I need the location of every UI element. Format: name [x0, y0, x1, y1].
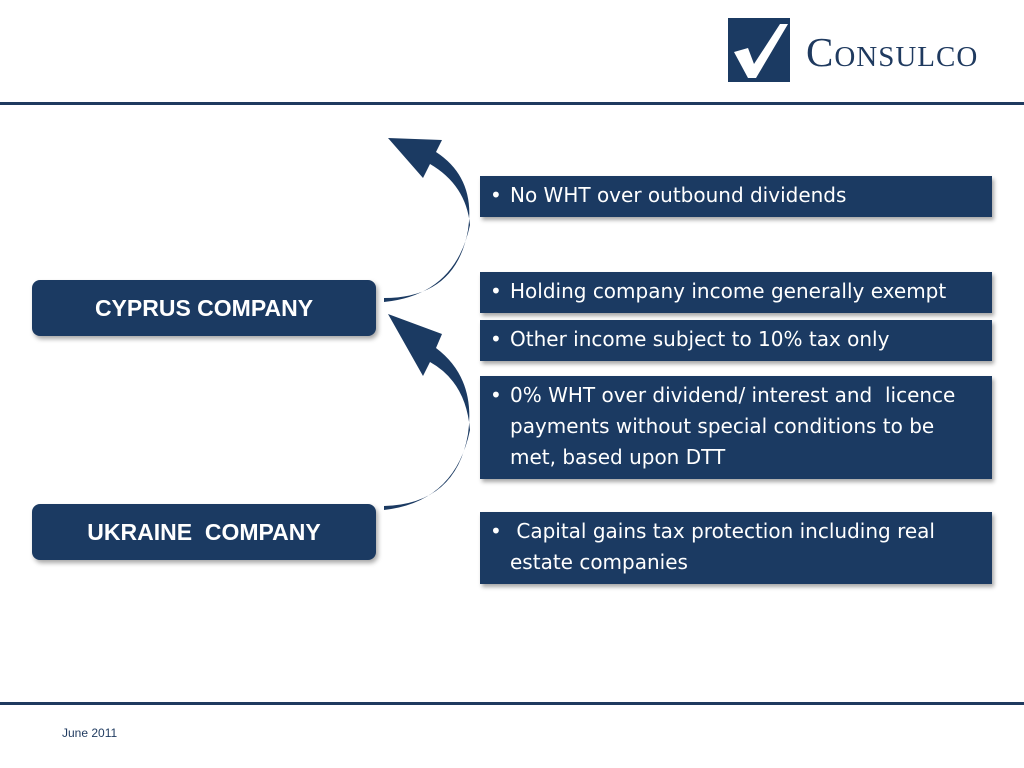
point-capital-gains: • Capital gains tax protection including…: [480, 512, 992, 584]
checkmark-logo-icon: [728, 18, 790, 82]
point-text: Holding company income generally exempt: [510, 279, 947, 303]
curved-arrow-icon: [384, 138, 470, 510]
point-other-income: • Other income subject to 10% tax only: [480, 320, 992, 361]
brand-name: Consulco: [806, 29, 979, 75]
cyprus-company-box: CYPRUS COMPANY: [32, 280, 376, 336]
footer-divider: [0, 702, 1024, 705]
consulco-logo: Consulco: [728, 18, 1008, 84]
header-divider: [0, 102, 1024, 105]
point-text: 0% WHT over dividend/ interest and licen…: [510, 383, 962, 469]
point-text: Other income subject to 10% tax only: [510, 327, 890, 351]
point-no-wht: • No WHT over outbound dividends: [480, 176, 992, 217]
bullet: •: [490, 279, 502, 303]
point-zero-wht: • 0% WHT over dividend/ interest and lice…: [480, 376, 992, 479]
bullet: •: [490, 183, 502, 207]
bullet: •: [490, 519, 502, 543]
ukraine-company-box: UKRAINE COMPANY: [32, 504, 376, 560]
point-text: Capital gains tax protection including r…: [510, 519, 942, 574]
point-holding-exempt: • Holding company income generally exempt: [480, 272, 992, 313]
footer-date: June 2011: [62, 726, 118, 740]
point-text: No WHT over outbound dividends: [510, 183, 847, 207]
bullet: •: [490, 383, 502, 407]
bullet: •: [490, 327, 502, 351]
